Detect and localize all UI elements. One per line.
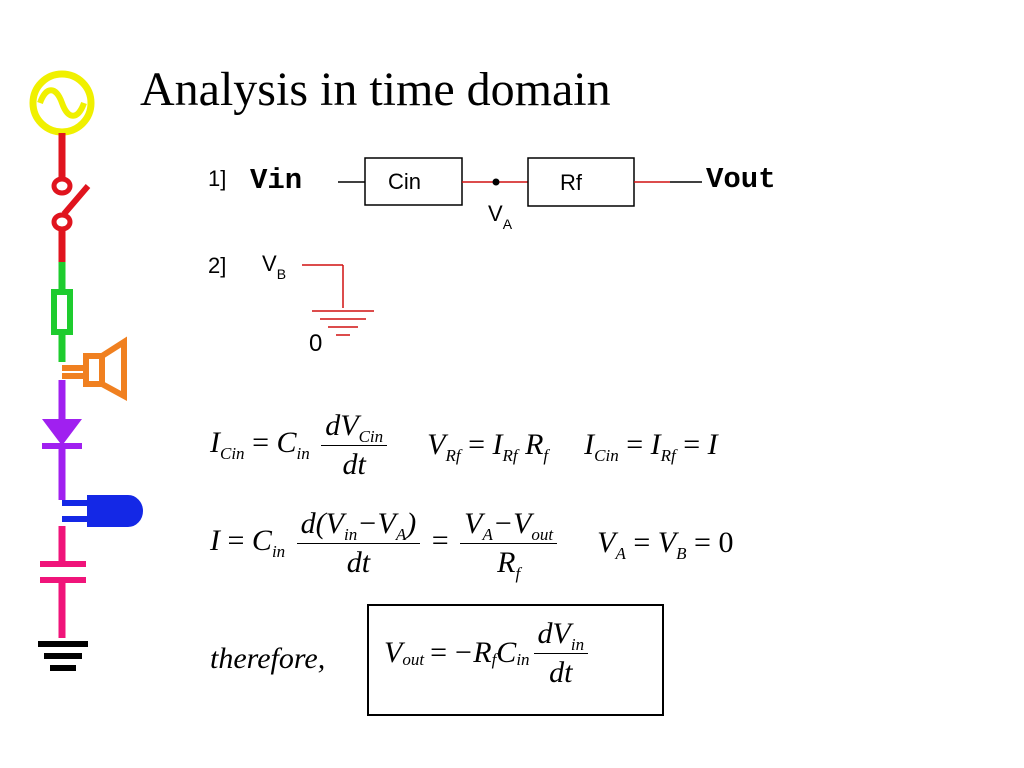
slide-title: Analysis in time domain — [140, 63, 611, 116]
node-va-dot — [492, 178, 500, 186]
speaker-icon — [62, 336, 127, 402]
result-box — [367, 604, 664, 716]
ground-icon — [38, 641, 88, 671]
eq-va-vb-zero: VA = VB = 0 — [597, 526, 734, 563]
resistor-icon — [51, 262, 73, 362]
capacitor-icon — [40, 526, 86, 638]
label-vout: Vout — [706, 163, 776, 196]
label-vb: VB — [262, 251, 287, 282]
circuit-2-number: 2] — [208, 253, 227, 278]
label-ground-zero: 0 — [309, 330, 323, 357]
label-rf: Rf — [560, 170, 582, 195]
eq-vrf-irf-rf: VRf = IRf Rf — [427, 428, 549, 465]
therefore-label: therefore, — [210, 642, 326, 675]
circuit-1-number: 1] — [208, 166, 227, 191]
diode-icon — [42, 380, 82, 500]
circuit-1-diagram — [338, 157, 702, 207]
label-va: VA — [488, 201, 513, 232]
cin-box — [364, 157, 463, 206]
label-cin: Cin — [388, 169, 422, 194]
plug-icon — [62, 495, 143, 527]
eq-icin-irf-i: ICin = IRf = I — [584, 428, 718, 465]
ac-source-icon — [29, 70, 95, 136]
circuit-2-diagram — [302, 264, 374, 336]
switch-icon — [51, 133, 91, 262]
component-strip — [29, 70, 143, 671]
label-vin: Vin — [250, 164, 303, 197]
